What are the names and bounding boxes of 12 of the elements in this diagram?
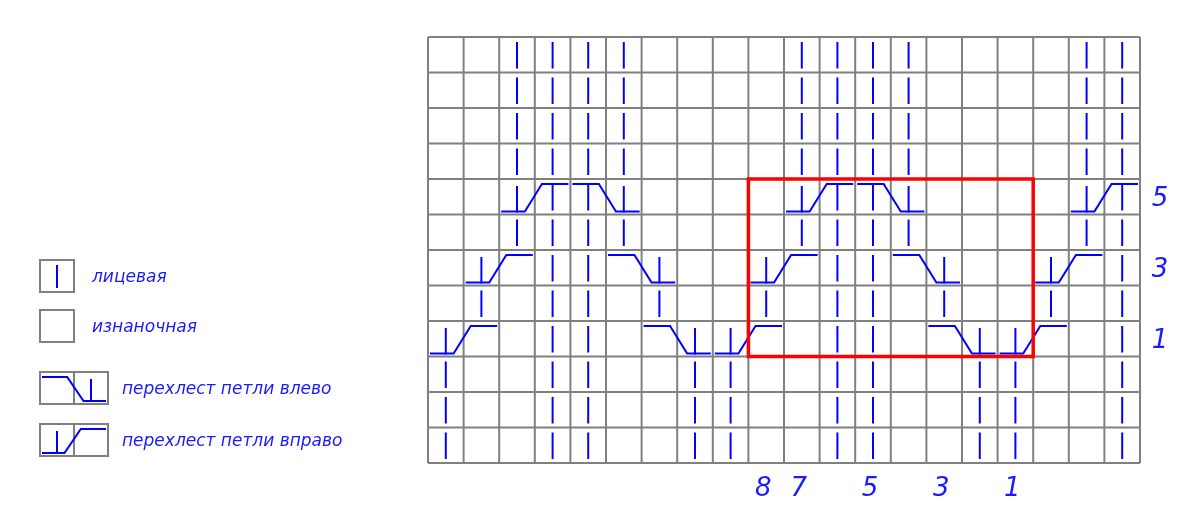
legend-label: перехлест петли вправо [122,429,343,451]
stitch-number: 1 [1004,472,1021,502]
stitch-number: 8 [754,472,772,502]
stitch-number: 5 [861,472,879,502]
row-number: 5 [1151,181,1169,212]
legend-label: перехлест петли влево [122,377,332,399]
legend-label: изнаночная [92,315,197,337]
legend-label: лицевая [92,265,167,287]
row-number: 1 [1151,323,1169,354]
stitch-number: 7 [790,472,808,502]
stitch-number: 3 [932,472,950,502]
row-number: 3 [1151,252,1169,283]
